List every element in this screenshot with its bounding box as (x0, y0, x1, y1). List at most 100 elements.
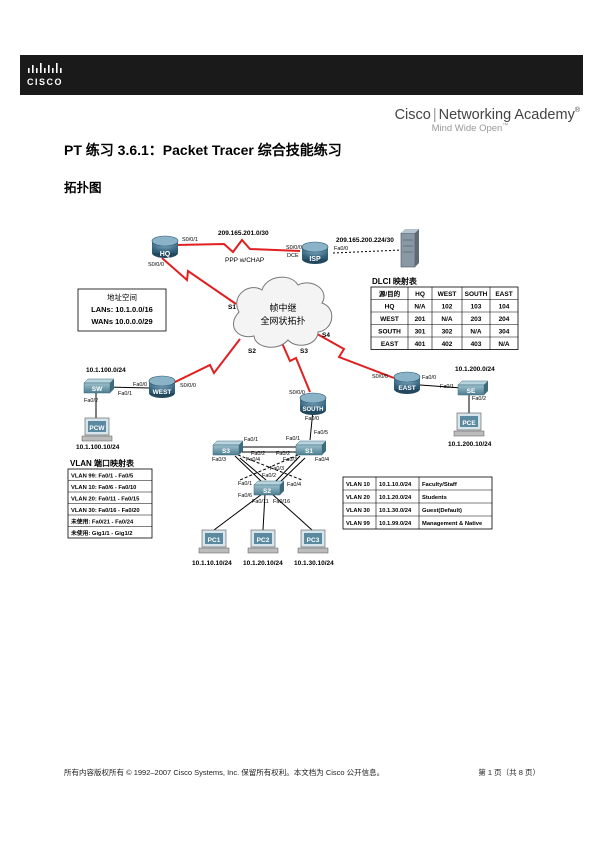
switch-s1-label: S1 (305, 448, 313, 455)
label-sw-fa00: Fa0/0 (133, 382, 147, 388)
router-south[interactable]: SOUTH (299, 392, 327, 415)
address-space-box: 地址空间 LANs: 10.1.0.0/16 WANs 10.0.0.0/29 (77, 288, 167, 332)
switch-sw-label: SW (92, 386, 103, 393)
router-isp-label: ISP (309, 256, 321, 263)
dlci-cell: 203 (471, 316, 482, 323)
vlan-port-map-row: VLAN 30: Fa0/16 - Fa0/20 (71, 508, 140, 514)
link-s1-s2-b (279, 457, 306, 483)
address-space-lans: LANs: 10.1.0.0/16 (91, 305, 153, 314)
link-s1-s3-dashed-b (239, 454, 299, 481)
vlan-port-map-title: VLAN 端口映射表 (70, 458, 135, 468)
label-s2-fa02: Fa0/2 (262, 473, 276, 479)
pc-pcw[interactable]: PCW (81, 417, 113, 442)
interface-labels: 209.165.201.0/30 S0/0/1 S0/0/0 S0/0/0 DC… (76, 230, 495, 567)
label-se-fa02: Fa0/2 (472, 396, 486, 402)
label-isp-server-net: 209.165.200.224/30 (336, 237, 394, 244)
vlan-port-map-row: 未使用: Fa0/21 - Fa0/24 (71, 518, 134, 526)
vlan-subnet-cell: Management & Native (422, 521, 483, 527)
label-se-net: 10.1.200.0/24 (455, 366, 495, 373)
pc-pc1-label: PC1 (208, 537, 221, 544)
label-s2-fa011: Fa0/11 (252, 499, 269, 505)
switch-s3-label: S3 (222, 448, 230, 455)
label-s3-fa03: Fa0/3 (212, 457, 226, 463)
label-sw-fa01: Fa0/1 (118, 391, 132, 397)
vlan-subnet-cell: VLAN 20 (346, 495, 370, 501)
label-pc3-ip: 10.1.30.10/24 (294, 560, 334, 567)
router-east[interactable]: EAST (393, 371, 421, 394)
label-south-fa00: Fa0/0 (305, 416, 319, 422)
vlan-port-map-row: 未使用: Gig1/1 - Gig1/2 (71, 529, 133, 537)
switch-se[interactable]: SE (457, 380, 489, 396)
label-east-fa00: Fa0/0 (422, 375, 436, 381)
cisco-wordmark: CISCO (27, 77, 64, 87)
label-isp-fa00: Fa0/0 (334, 246, 348, 252)
vlan-subnet-cell: VLAN 10 (346, 482, 370, 488)
label-s1-fa03: Fa0/3 (283, 457, 297, 463)
link-east-se (419, 384, 463, 389)
vlan-subnet-cell: 10.1.20.0/24 (379, 495, 412, 501)
dlci-cell: SOUTH (378, 329, 401, 336)
pc-pc1[interactable]: PC1 (198, 529, 230, 554)
router-east-label: EAST (398, 385, 415, 392)
label-s1-fa01: Fa0/1 (286, 436, 300, 442)
page-footer: 所有内容版权所有 © 1992–2007 Cisco Systems, Inc.… (64, 767, 540, 778)
vlan-subnet-cell: Students (422, 495, 447, 501)
label-isp-s000: S0/0/0 (286, 245, 302, 251)
router-south-label: SOUTH (303, 407, 324, 413)
label-s1: S1 (228, 304, 236, 311)
link-s3-s2-b (239, 457, 267, 481)
pc-pc2[interactable]: PC2 (247, 529, 279, 554)
label-s1-fa04: Fa0/4 (315, 457, 329, 463)
dlci-header-cell: 源/目的 (379, 289, 401, 298)
label-s4: S4 (322, 332, 330, 339)
dlci-cell: N/A (498, 341, 510, 348)
label-s1-fa05: Fa0/5 (314, 430, 328, 436)
serial-hq-isp (175, 238, 301, 254)
pc-pc2-label: PC2 (257, 537, 270, 544)
link-s2-pc3 (271, 493, 313, 531)
address-space-title: 地址空间 (107, 292, 137, 302)
label-pc2-ip: 10.1.20.10/24 (243, 560, 283, 567)
server-icon[interactable] (400, 229, 419, 268)
router-isp[interactable]: ISP (301, 241, 329, 264)
label-sw-net: 10.1.100.0/24 (86, 367, 126, 374)
label-hq-isp-net: 209.165.201.0/30 (218, 230, 269, 237)
switch-s3[interactable]: S3 (212, 440, 244, 456)
vlan-port-map-row: VLAN 20: Fa0/11 - Fa0/15 (71, 497, 140, 503)
section-title-topology: 拓扑图 (64, 181, 102, 195)
router-hq[interactable]: HQ (151, 235, 179, 258)
dlci-header-cell: HQ (415, 291, 425, 298)
dlci-cell: 103 (471, 304, 482, 311)
footer-page-number: 第 1 页（共 8 页） (478, 768, 540, 777)
link-s2-pc1 (213, 493, 263, 531)
dlci-cell: N/A (470, 329, 482, 336)
switch-s2[interactable]: S2 (253, 480, 285, 496)
serial-hq-frame (161, 257, 237, 305)
dlci-cell: 104 (499, 304, 510, 311)
networking-academy-logo: Cisco|Networking Academy® Mind Wide Open… (394, 107, 580, 134)
switch-sw[interactable]: SW (83, 378, 115, 394)
pc-pcw-label: PCW (89, 425, 105, 432)
academy-name: Networking Academy (438, 107, 575, 123)
dlci-table-frame (370, 286, 519, 350)
router-west[interactable]: WEST (148, 375, 176, 398)
switch-s1[interactable]: S1 (295, 440, 327, 456)
academy-cisco: Cisco (394, 107, 431, 123)
dlci-cell: 301 (415, 329, 426, 336)
dlci-cell: 204 (499, 316, 510, 323)
label-s3-fa02: Fa0/2 (251, 451, 265, 457)
vlan-port-map-row: VLAN 99: Fa0/1 - Fa0/5 (71, 474, 134, 480)
label-pc1-ip: 10.1.10.10/24 (192, 560, 232, 567)
serial-east-frame (309, 329, 395, 379)
link-s1-s2-a (274, 455, 301, 483)
reg-mark: ® (574, 107, 580, 114)
dlci-cell: 403 (471, 341, 482, 348)
pc-pce[interactable]: PCE (453, 412, 485, 437)
pc-pc3[interactable]: PC3 (297, 529, 329, 554)
cloud-label-line1: 帧中继 (269, 302, 296, 313)
frame-relay-cloud: 帧中继 全网状拓扑 (233, 276, 333, 348)
vlan-subnet-cell: 10.1.99.0/24 (379, 521, 412, 527)
